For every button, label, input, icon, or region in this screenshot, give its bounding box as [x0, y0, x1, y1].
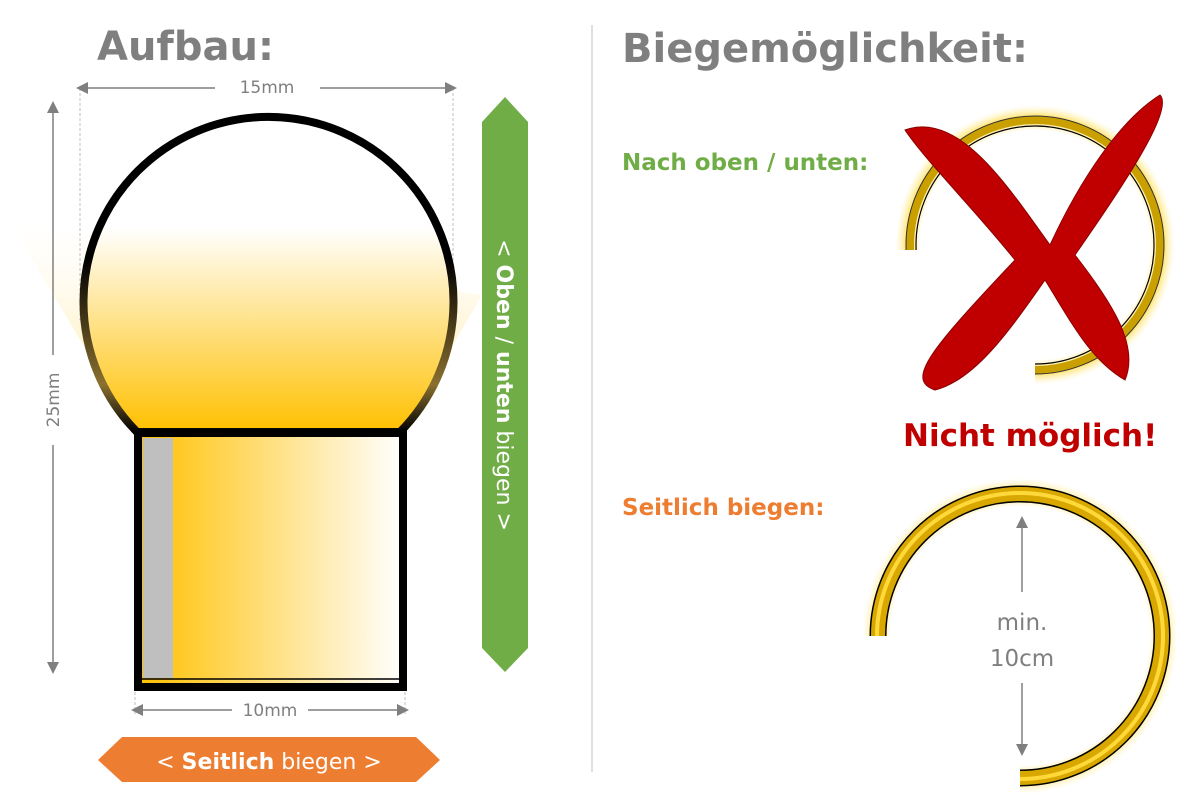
led-strip-body	[139, 434, 402, 686]
up-down-label: Nach oben / unten:	[622, 150, 868, 176]
up-down-bend-arrow	[482, 97, 528, 672]
diffuser-dome	[79, 112, 458, 436]
side-bend-arrow	[98, 737, 440, 782]
side-bend-ring	[860, 478, 1178, 800]
red-x-icon	[904, 94, 1163, 391]
width-top-label: 15mm	[240, 78, 295, 98]
up-down-bend-label: < Oben / unten biegen >	[491, 239, 516, 531]
width-bottom-label: 10mm	[243, 701, 298, 721]
side-bend-label: < Seitlich biegen >	[156, 750, 382, 775]
side-bend-heading: Seitlich biegen:	[622, 495, 824, 521]
not-possible-label: Nicht möglich!	[903, 418, 1157, 454]
biege-title: Biegemöglichkeit:	[622, 26, 1028, 72]
radius-label: 10cm	[990, 646, 1054, 672]
pcb-strip	[143, 438, 173, 678]
height-label: 25mm	[44, 373, 64, 428]
profile-outline	[134, 429, 407, 691]
aufbau-title: Aufbau:	[97, 24, 274, 70]
min-label: min.	[997, 610, 1048, 636]
